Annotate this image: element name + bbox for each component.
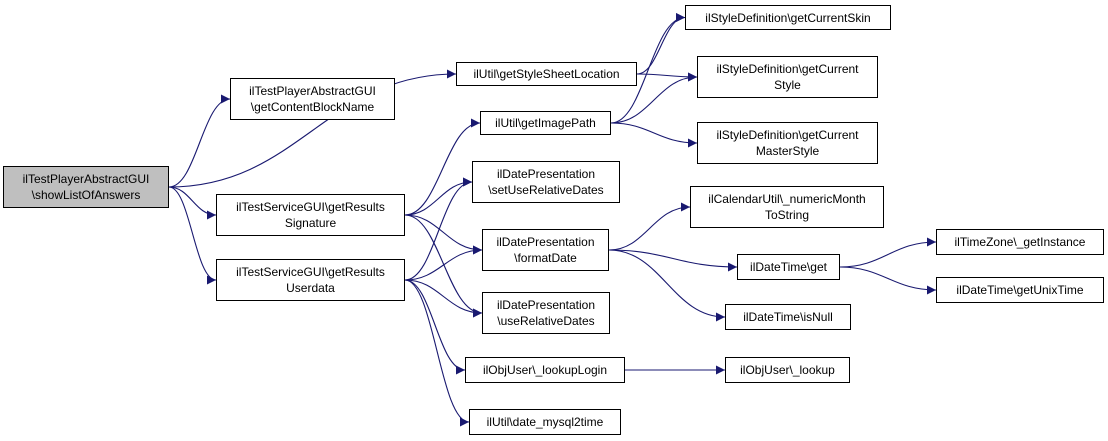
node-label-line: \setUseRelativeDates	[488, 183, 604, 197]
node-date-time-get[interactable]: ilDateTime\get	[737, 254, 840, 280]
node-get-current-skin[interactable]: ilStyleDefinition\getCurrentSkin	[685, 5, 891, 30]
node-use-relative-dates[interactable]: ilDatePresentation \useRelativeDates	[482, 292, 610, 334]
edge-dateTimeGet-to-getUnixTime	[839, 266, 937, 295]
edge-getResultsUserdata-to-setUseRelativeDates	[404, 177, 473, 281]
node-label-line: \showListOfAnswers	[31, 188, 141, 202]
edge-getImagePath-to-getCurrentSkin	[610, 13, 686, 124]
node-get-image-path[interactable]: ilUtil\getImagePath	[480, 111, 611, 135]
edge-formatDate-to-dateTimeGet	[608, 249, 738, 272]
edge-root-to-getContentBlockName	[168, 94, 231, 188]
node-label-line: ilCalendarUtil\_numericMonth	[708, 192, 866, 206]
edge-formatDate-to-numericMonthToString	[608, 202, 691, 251]
node-label-line: ilTestServiceGUI\getResults	[236, 265, 385, 279]
node-label-line: MasterStyle	[755, 144, 820, 158]
node-label-line: ilUtil\getImagePath	[495, 116, 596, 130]
edge-root-to-getResultsSignature	[168, 186, 217, 220]
node-show-list-of-answers[interactable]: ilTestPlayerAbstractGUI \showListOfAnswer…	[3, 166, 169, 208]
node-label-line: ilTestPlayerAbstractGUI	[249, 84, 376, 98]
node-label-line: ilDateTime\getUnixTime	[956, 283, 1084, 297]
edge-getImagePath-to-getCurrentMasterStyle	[610, 122, 698, 148]
node-label-line: Userdata	[286, 281, 335, 295]
node-label-line: Style	[774, 78, 801, 92]
node-label-line: ilStyleDefinition\getCurrentSkin	[705, 10, 871, 25]
node-get-unix-time[interactable]: ilDateTime\getUnixTime	[936, 277, 1104, 303]
node-date-time-is-null[interactable]: ilDateTime\isNull	[725, 304, 851, 330]
node-label-line: ilDatePresentation	[496, 235, 595, 249]
node-get-instance[interactable]: ilTimeZone\_getInstance	[936, 229, 1104, 255]
edge-getStyleSheetLocation-to-getCurrentSkin	[636, 13, 686, 75]
node-label-line: ilObjUser\_lookup	[740, 363, 835, 377]
edge-getResultsSignature-to-formatDate	[404, 214, 483, 255]
node-label-line: ilStyleDefinition\getCurrent	[716, 62, 859, 76]
node-label-line: Signature	[284, 216, 337, 230]
edge-getResultsUserdata-to-date_mysql2time	[404, 279, 470, 427]
node-label-line: ilTestPlayerAbstractGUI	[22, 172, 150, 186]
node-label-line: ilDateTime\isNull	[743, 310, 833, 324]
node-label-line: ilUtil\date_mysql2time	[486, 415, 604, 429]
node-label-line: ilObjUser\_lookupLogin	[482, 363, 608, 377]
node-label-line: ToString	[764, 208, 810, 222]
node-label-line: \useRelativeDates	[497, 314, 595, 328]
edge-getResultsSignature-to-useRelativeDates	[404, 214, 483, 318]
node-label-line: \getContentBlockName	[250, 100, 375, 114]
node-label-line: ilTestServiceGUI\getResults	[236, 200, 385, 214]
edge-getResultsSignature-to-getImagePath	[404, 118, 481, 216]
node-lookup[interactable]: ilObjUser\_lookup	[725, 357, 850, 383]
node-label-line: \formatDate	[514, 251, 577, 265]
edge-getResultsUserdata-to-useRelativeDates	[404, 279, 483, 318]
edge-getImagePath-to-getCurrentStyle	[610, 72, 698, 124]
edge-getResultsUserdata-to-formatDate	[404, 245, 483, 281]
edge-getResultsUserdata-to-lookupLogin	[404, 279, 466, 375]
node-lookup-login[interactable]: ilObjUser\_lookupLogin	[465, 357, 625, 383]
edge-root-to-getStyleSheetLocation	[168, 69, 457, 188]
node-date-mysql2time[interactable]: ilUtil\date_mysql2time	[469, 409, 621, 435]
edge-formatDate-to-isNull	[608, 249, 726, 322]
node-label-line: ilStyleDefinition\getCurrent	[716, 128, 859, 142]
node-get-content-block-name[interactable]: ilTestPlayerAbstractGUI \getContentBlockN…	[230, 78, 395, 120]
edge-root-to-getResultsUserdata	[168, 186, 217, 285]
node-label-line: ilDatePresentation	[496, 167, 596, 181]
node-format-date[interactable]: ilDatePresentation \formatDate	[482, 229, 609, 271]
node-get-style-sheet-location[interactable]: ilUtil\getStyleSheetLocation	[456, 62, 637, 86]
node-label-line: ilDateTime\get	[750, 260, 827, 274]
edge-getResultsSignature-to-setUseRelativeDates	[404, 177, 473, 216]
node-set-use-relative-dates[interactable]: ilDatePresentation \setUseRelativeDates	[472, 161, 620, 203]
edge-dateTimeGet-to-getInstance	[839, 237, 937, 268]
node-label-line: ilUtil\getStyleSheetLocation	[473, 67, 620, 81]
node-label-line: ilDatePresentation	[496, 298, 596, 312]
node-label-line: ilTimeZone\_getInstance	[954, 235, 1086, 249]
